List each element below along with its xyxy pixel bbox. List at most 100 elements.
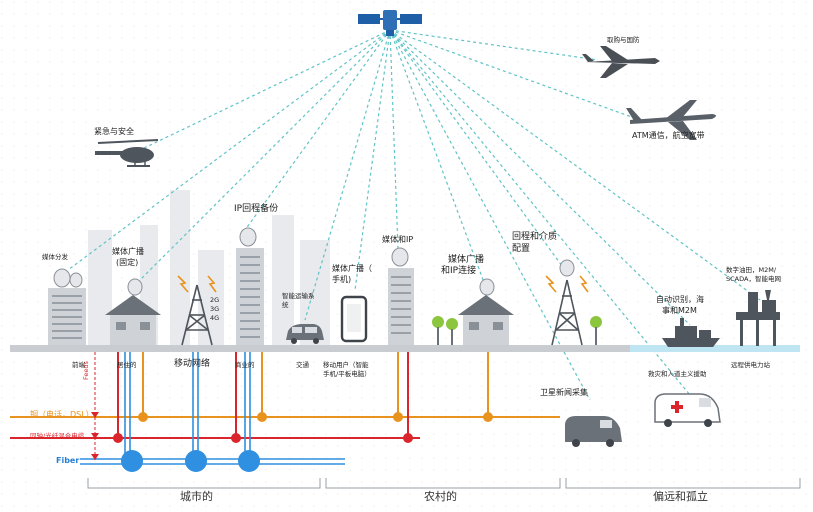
ambulance-icon [654,393,721,427]
copper-node [257,412,267,422]
label-media-bc-ip-2: 和IP连接 [441,266,477,276]
label-media-bc-mobile-1: 媒体广播（ [332,264,372,273]
zone-label-remote: 偏远和孤立 [653,490,708,503]
satellite-dish-icon [391,247,409,267]
satellite-icon [358,10,422,36]
tree-icon [446,318,458,345]
label-rescue: 救灾和人道主义援助 [648,370,707,378]
beam-media-dist [67,29,391,271]
label-backhaul-media-2: 配置 [512,244,531,254]
label-media-ip: 媒体和IP [382,235,414,244]
label-media-bc-ip-1: 媒体广播 [448,255,485,265]
residential-house [105,278,161,345]
satellite-dish-icon [559,259,575,277]
commercial-tower [236,227,264,345]
label-media-bc-fixed-1: 媒体广播 [112,247,144,256]
label-mobile-user-1: 移动用户（智能 [323,361,369,369]
tree-icon [590,316,602,345]
satellite-dish-icon [479,278,495,296]
beam-helicopter [139,29,391,151]
beam-sat-news [389,29,591,401]
satellite-beams [67,29,761,401]
beam-media-ip [389,29,399,251]
beam-phone [354,29,391,291]
label-traffic: 交通 [296,361,309,369]
fiber-node [121,450,143,472]
fighter-jet-icon [582,46,660,78]
zone-bracket-rural [325,478,561,489]
satellite-dish-icon [239,227,257,247]
coax-node [113,433,123,443]
zone-label-urban: 城市的 [180,490,213,503]
smartphone-icon [340,295,368,343]
label-copper: 铜（电话，DSL） [30,410,94,419]
label-its-1: 智能运输系 [282,292,315,300]
copper-node [138,412,148,422]
signal-bolt-icon [177,275,189,293]
label-commercial: 商业的 [235,361,255,369]
copper-line [10,352,560,418]
label-its-2: 统 [282,301,289,309]
copper-node [483,412,493,422]
label-emergency: 紧急与安全 [94,127,134,136]
tree-icon [432,316,444,345]
label-media-dist: 媒体分发 [42,253,68,261]
arrow-down-icon [91,433,99,439]
airliner-icon [626,100,716,140]
ship-icon [662,318,720,347]
beam-ip-backhaul [244,29,391,231]
label-backhaul-media-1: 回程和介质 [512,232,558,242]
label-coax: 同轴/光纤混合电缆 [30,432,85,440]
copper-node [393,412,403,422]
label-2g: 2G [210,296,220,304]
water-bar [630,345,800,352]
signal-bolt-icon [579,275,589,293]
label-media-bc-fixed-2: (固定) [116,258,139,267]
arrow-down-icon [91,454,99,460]
beam-ambulance [389,29,691,396]
label-sat-news: 卫星新闻采集 [540,388,588,397]
label-fiber: Fiber [56,456,80,465]
beam-rural-tower [389,29,566,271]
satellite-dish-icon [53,268,71,288]
beam-car [304,29,391,321]
label-digital-oil-2: SCADA，智能电网 [726,275,781,283]
label-atm: ATM通信，航空宽带 [632,131,705,140]
label-ip-backhaul: IP回程备份 [234,204,279,214]
ground-bar [10,345,630,352]
car-icon [286,324,324,344]
beam-residential [134,29,391,286]
signal-bolt-icon [207,275,217,293]
cell-tower-urban [181,284,213,346]
label-auto-id-2: 事和M2M [662,306,697,315]
label-premise: 前端 [72,361,85,369]
beam-oil-rig [389,29,761,301]
coax-node [231,433,241,443]
zone-label-rural: 农村的 [424,490,457,503]
beam-defense [389,29,599,61]
label-auto-id-1: 自动识别，海 [656,295,704,304]
satellite-dish-icon [127,278,143,296]
media-ip-tower [388,247,414,345]
coax-node [403,433,413,443]
arrow-down-icon [91,412,99,418]
satellite-dish-icon [69,272,83,288]
media-dist-building [48,268,86,345]
news-van-icon [565,416,622,447]
helicopter-icon [95,139,159,167]
cell-tower-rural [551,279,583,346]
zone-bracket-urban [87,478,321,489]
label-4g: 4G [210,314,220,322]
coax-line [10,352,420,439]
beam-ship [389,29,691,326]
label-mobile-network: 移动网络 [174,359,211,369]
label-feeds: Feeds [82,361,90,380]
label-mobile-user-2: 手机/平板电脑） [323,370,371,378]
label-3g: 3G [210,305,220,313]
label-residential: 居住的 [117,361,137,369]
beam-atm [389,29,641,121]
fiber-node [185,450,207,472]
oil-rig-icon [736,290,780,346]
